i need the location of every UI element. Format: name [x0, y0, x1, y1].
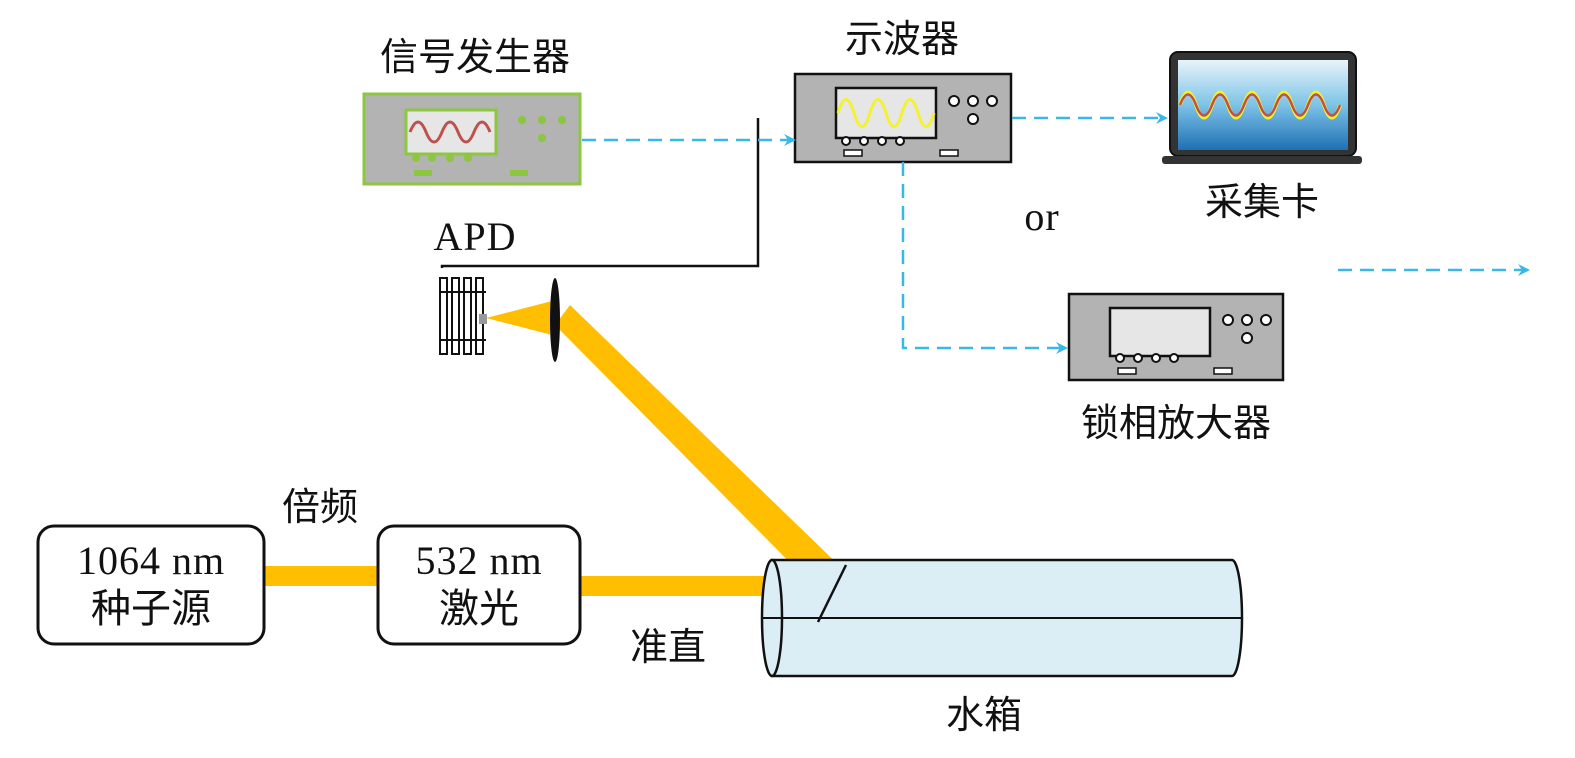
lock-in-amplifier-label: 锁相放大器 [1081, 401, 1271, 445]
apd-cable [440, 118, 760, 268]
lock-in-amplifier-icon [1067, 292, 1285, 382]
signal-generator-label: 信号发生器 [380, 35, 570, 79]
or-label: or [1024, 194, 1059, 239]
apd-label: APD [433, 214, 516, 259]
seed-name-label: 种子源 [91, 586, 211, 632]
laptop-icon [1162, 51, 1362, 164]
laser-wavelength-label: 532 nm [415, 538, 542, 583]
oscilloscope-icon [793, 72, 1013, 164]
daq-card-label: 采集卡 [1205, 180, 1319, 224]
water-tank-label: 水箱 [946, 693, 1022, 737]
oscilloscope-label: 示波器 [845, 17, 959, 61]
reflected-beam [555, 305, 850, 598]
seed-wavelength-label: 1064 nm [77, 538, 225, 583]
lens-icon [550, 278, 560, 362]
laser-name-label: 激光 [439, 586, 519, 632]
focused-beam-cone [486, 300, 556, 336]
frequency-doubling-label: 倍频 [282, 485, 358, 529]
collimation-label: 准直 [630, 625, 706, 669]
tank-window [816, 564, 848, 623]
scope-to-lockin-arrow [901, 162, 1068, 354]
laser-box: 532 nm 激光 [376, 524, 582, 646]
signal-generator-icon [362, 92, 582, 186]
signal-arrows [582, 112, 1530, 354]
seed-source-box: 1064 nm 种子源 [36, 524, 266, 646]
apd-detector-icon [439, 277, 487, 355]
water-tank [760, 558, 1244, 678]
